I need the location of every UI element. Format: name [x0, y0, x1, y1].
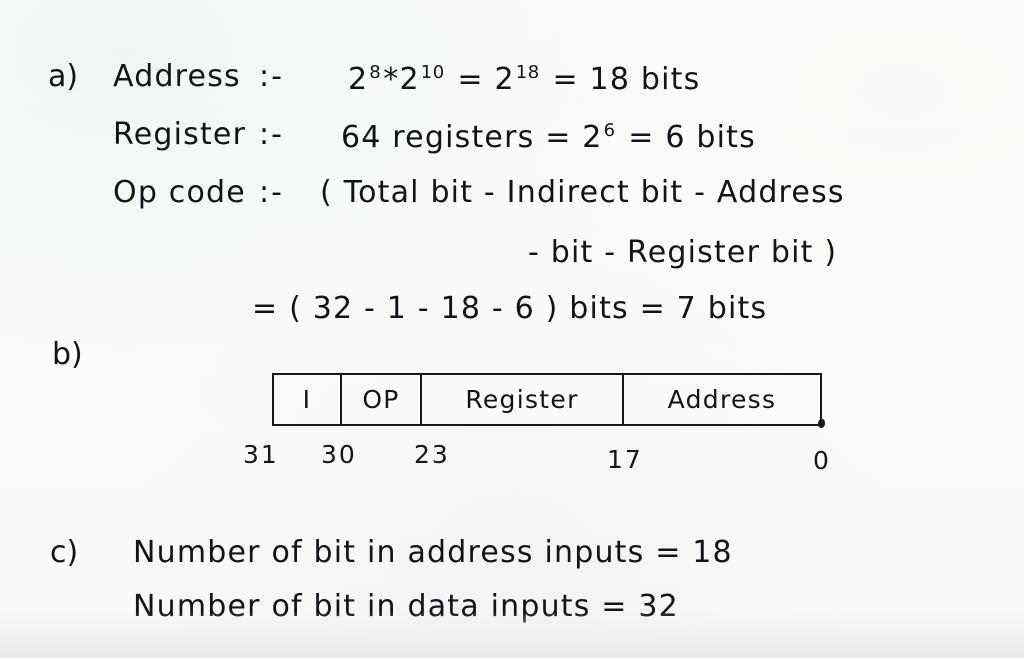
- address-base-2: 2: [399, 62, 420, 97]
- part-a-marker: a): [48, 59, 79, 94]
- instruction-format-diagram: I OP Register Address: [272, 373, 822, 426]
- instruction-field-indirect: I: [274, 375, 342, 424]
- register-result: 6 bits: [665, 120, 756, 155]
- address-result: 18 bits: [589, 62, 701, 97]
- part-a-address-separator: :-: [259, 59, 284, 94]
- address-base-3: 2: [494, 62, 515, 97]
- address-times: *: [383, 62, 400, 97]
- part-c-data-inputs-line: Number of bit in data inputs = 32: [133, 589, 679, 624]
- register-base: 2: [582, 120, 603, 155]
- instruction-field-opcode: OP: [342, 375, 422, 424]
- part-a-register-separator: :-: [259, 117, 284, 152]
- bit-label-17: 17: [607, 445, 643, 474]
- part-a-register-label: Register: [113, 117, 247, 152]
- address-equals-2: =: [552, 62, 579, 97]
- part-a-opcode-line-3: = ( 32 - 1 - 18 - 6 ) bits = 7 bits: [252, 291, 768, 326]
- ink-blot: [818, 419, 825, 428]
- part-a-address-expression: 28*210 = 218 = 18 bits: [348, 64, 700, 95]
- part-a-opcode-line-2: - bit - Register bit ): [528, 235, 838, 270]
- address-exp-3: 18: [515, 62, 540, 83]
- register-count: 64 registers: [341, 120, 535, 155]
- part-c-marker: c): [50, 535, 79, 570]
- part-a-address-label: Address: [113, 59, 241, 94]
- part-b-marker: b): [52, 337, 83, 372]
- bit-label-23: 23: [414, 440, 450, 469]
- part-c-address-inputs-line: Number of bit in address inputs = 18: [133, 535, 733, 570]
- part-a-opcode-separator: :-: [259, 175, 284, 210]
- register-exp: 6: [603, 120, 616, 141]
- register-equals-2: =: [628, 120, 655, 155]
- register-equals-1: =: [545, 120, 572, 155]
- address-equals-1: =: [457, 62, 484, 97]
- part-a-opcode-label: Op code: [113, 175, 246, 210]
- address-exp-1: 8: [369, 62, 382, 83]
- instruction-field-address: Address: [667, 385, 777, 414]
- bit-label-0: 0: [813, 446, 831, 475]
- instruction-field-register: Register: [422, 375, 624, 424]
- address-exp-2: 10: [420, 62, 445, 83]
- address-base-1: 2: [348, 62, 369, 97]
- bit-label-30: 30: [321, 440, 357, 469]
- part-a-register-expression: 64 registers = 26 = 6 bits: [341, 122, 756, 153]
- bit-label-31: 31: [243, 440, 279, 469]
- part-a-opcode-line-1: ( Total bit - Indirect bit - Address: [320, 175, 845, 210]
